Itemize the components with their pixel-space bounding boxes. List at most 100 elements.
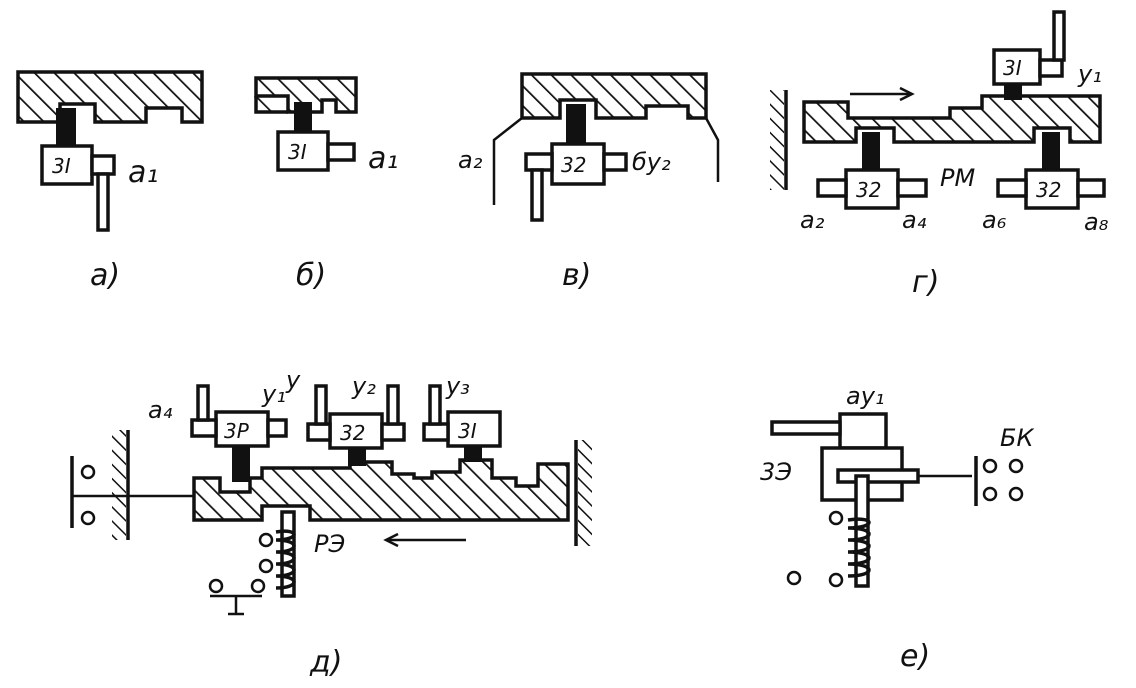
panel-g-top-box-label: 3I — [1003, 56, 1022, 80]
panel-e-arm — [770, 420, 842, 436]
panel-g-right-stem — [1042, 132, 1060, 172]
panel-e: ау₁ БК 3Э е) — [760, 382, 1034, 674]
panel-d-box-2 — [328, 412, 384, 450]
panel-d-label-u: у — [285, 366, 301, 394]
panel-g-top-pin — [1038, 58, 1064, 78]
panel-e-contact-4 — [1008, 486, 1024, 502]
panel-v-label-right: бу₂ — [632, 148, 671, 176]
panel-g-caption: г) — [912, 265, 939, 300]
panel-v-box-label: 32 — [561, 153, 586, 177]
panel-d-contact-bottom — [80, 510, 96, 526]
panel-d-box-3 — [446, 410, 502, 448]
panel-v-stem — [566, 104, 586, 144]
panel-v: 32 a₂ бу₂ в) — [458, 72, 720, 293]
panel-g-right-box — [1024, 168, 1080, 210]
panel-a-caption: а) — [90, 258, 120, 293]
panel-v-pin-left — [524, 152, 554, 172]
panel-d-rod-1 — [196, 384, 210, 422]
panel-d-arrow-head — [383, 532, 399, 548]
panel-d-rod-3 — [428, 384, 442, 426]
panel-d-coil — [275, 529, 296, 590]
panel-e-caption: е) — [900, 639, 930, 674]
panel-a-pin — [90, 154, 116, 176]
panel-v-caption: в) — [562, 258, 591, 293]
panel-b-bar-lower — [254, 96, 288, 114]
panel-b-pin — [326, 142, 356, 162]
panel-d-coil-terminal-top — [258, 532, 274, 548]
panel-v-rod — [530, 168, 544, 222]
panel-v-label-left: a₂ — [458, 146, 483, 174]
panel-d-stem-1 — [232, 444, 250, 482]
panel-d-pin-2r — [380, 422, 406, 442]
panel-v-frame — [492, 117, 720, 205]
panel-d-label-u3: у₃ — [445, 372, 470, 400]
panel-d-right-wall-hatch — [578, 440, 592, 546]
panel-d-bar — [192, 458, 570, 522]
panel-g-label-a2: a₂ — [800, 206, 825, 234]
panel-d-pin-1r — [266, 418, 288, 438]
panel-d-box-1 — [214, 410, 270, 448]
panel-e-aux-terminal — [786, 570, 802, 586]
panel-g-label-rm: РМ — [940, 164, 975, 192]
panel-a-box — [40, 144, 94, 186]
panel-g-arrow-head — [899, 86, 915, 102]
panel-g-left-stem — [862, 132, 880, 172]
panel-d-switch-left — [208, 578, 224, 594]
panel-g-right-pin-r — [1076, 178, 1106, 198]
panel-e-contact-1 — [982, 458, 998, 474]
panel-d-pin-2l — [306, 422, 332, 442]
panel-g-left-pin-r — [896, 178, 928, 198]
panel-a-bar — [16, 70, 204, 124]
panel-b: 3I a₁ б) — [254, 76, 398, 293]
panel-g-left-pin-l — [816, 178, 848, 198]
panel-e-label-bk: БК — [1000, 424, 1034, 452]
panel-d-box-2-label: 32 — [340, 421, 365, 445]
panel-d-switch-right — [250, 578, 266, 594]
panel-d-label-a4: a₄ — [148, 396, 173, 424]
panel-d-box-1-label: 3Р — [224, 419, 250, 443]
panel-d: 3Р a₄ у₁ у 32 у₂ 3I у₃ РЭ д) — [70, 366, 592, 680]
panel-a-rod — [96, 172, 110, 232]
panel-d-label-u1: у₁ — [261, 380, 286, 408]
panel-v-bar — [520, 72, 708, 120]
panel-e-coil-terminal-top — [828, 510, 844, 526]
panel-d-caption: д) — [309, 645, 342, 680]
panel-g-wall-hatch — [770, 90, 784, 190]
panel-d-coil-terminal-mid — [258, 558, 274, 574]
panel-g-label-a8: a₈ — [1084, 208, 1109, 236]
panel-b-caption: б) — [296, 258, 326, 293]
panel-e-label-au: ау₁ — [846, 382, 885, 410]
panel-a: 3I a₁ а) — [16, 70, 204, 293]
panel-e-contact-3 — [982, 486, 998, 502]
panel-e-top-box — [838, 412, 888, 450]
panel-g-label-a6: a₆ — [982, 206, 1007, 234]
panel-d-label-u2: у₂ — [351, 372, 376, 400]
panel-d-left-wall-hatch — [112, 430, 126, 540]
panel-g: 3I у₁ 32 32 РМ a₂ a₄ a₆ a₈ г) — [770, 10, 1109, 300]
panel-b-box-label: 3I — [288, 140, 307, 164]
panel-e-latch — [836, 468, 920, 484]
panel-a-label: a₁ — [128, 155, 158, 190]
panel-g-right-pin-l — [996, 178, 1028, 198]
panel-b-label: a₁ — [368, 141, 398, 176]
panel-b-stem — [294, 102, 312, 134]
panel-g-right-box-label: 32 — [1036, 178, 1061, 202]
panel-a-stem — [56, 108, 76, 148]
panel-d-pin-1l — [190, 418, 218, 438]
panel-d-stem-3 — [464, 444, 482, 462]
panel-g-left-box-label: 32 — [856, 178, 881, 202]
panel-e-label-ze: 3Э — [760, 458, 792, 486]
panel-e-coil-terminal-bottom — [828, 572, 844, 588]
panel-g-bar — [802, 94, 1102, 144]
panel-a-box-label: 3I — [52, 154, 71, 178]
panel-e-contact-2 — [1008, 458, 1024, 474]
panel-g-label-top: у₁ — [1077, 60, 1102, 88]
panel-d-rod-2l — [314, 384, 328, 426]
panel-g-label-a4: a₄ — [902, 206, 927, 234]
panel-b-bar — [254, 76, 358, 114]
panel-e-coil — [847, 517, 871, 578]
panel-d-pin-3l — [422, 422, 450, 442]
panel-g-top-box — [992, 48, 1042, 86]
